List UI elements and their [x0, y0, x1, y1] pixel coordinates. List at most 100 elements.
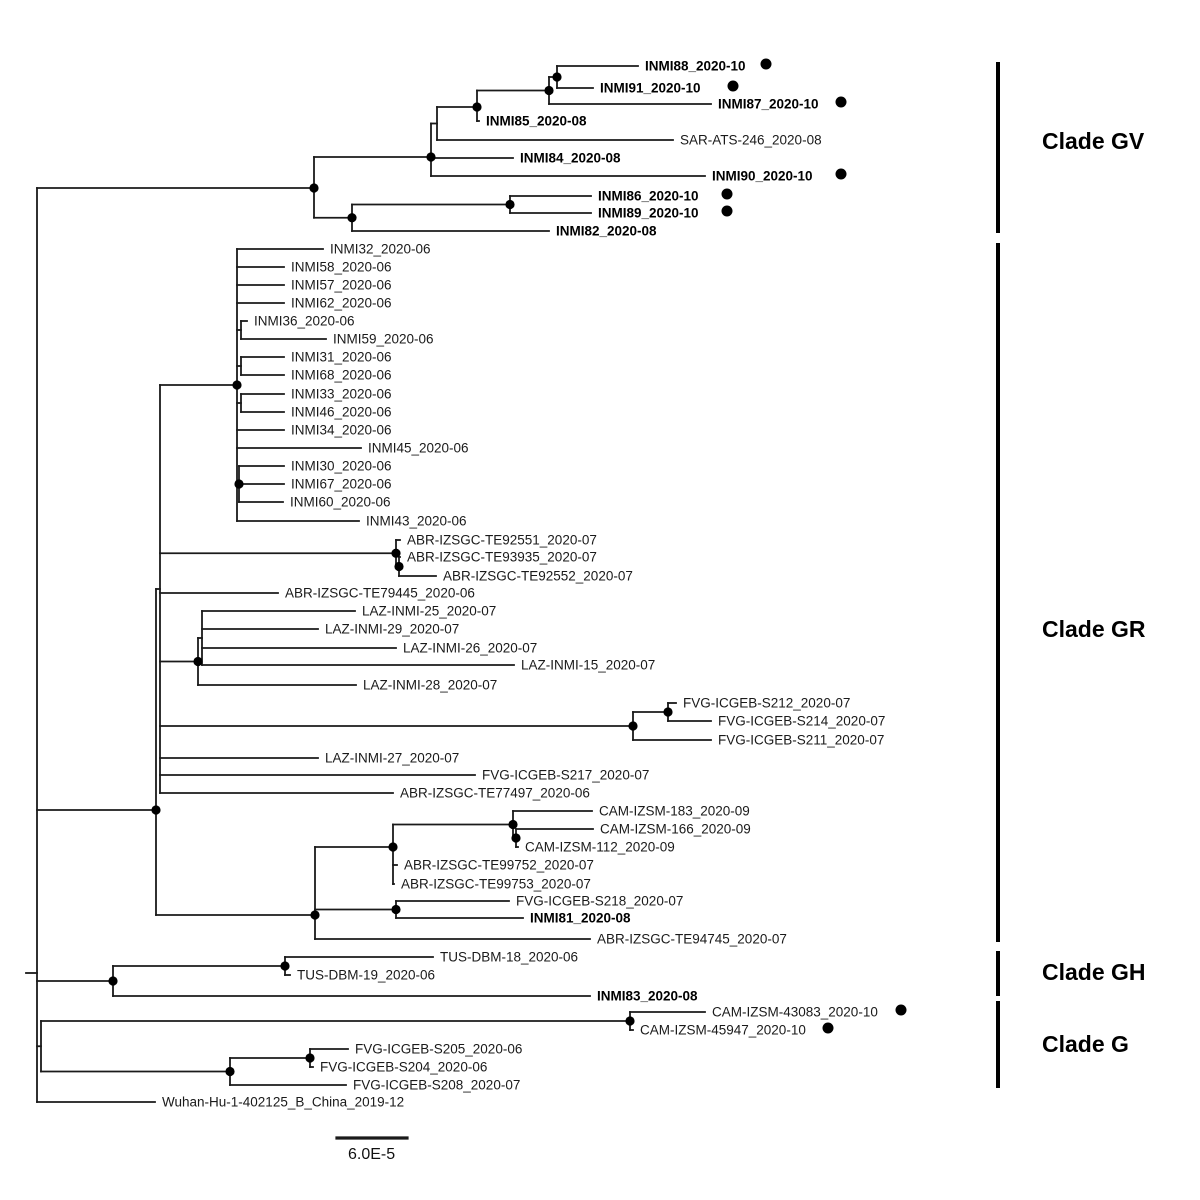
- taxon-label: LAZ-INMI-27_2020-07: [325, 751, 459, 766]
- taxon-label: INMI30_2020-06: [291, 459, 392, 474]
- taxon-label: INMI60_2020-06: [290, 495, 391, 510]
- taxon-label: INMI46_2020-06: [291, 405, 392, 420]
- taxon-label: INMI87_2020-10: [718, 97, 819, 112]
- taxon-label: INMI82_2020-08: [556, 224, 657, 239]
- taxon-label: CAM-IZSM-183_2020-09: [599, 804, 750, 819]
- taxon-label: FVG-ICGEB-S208_2020-07: [353, 1078, 520, 1093]
- taxon-label: INMI62_2020-06: [291, 296, 392, 311]
- taxon-label: FVG-ICGEB-S205_2020-06: [355, 1042, 522, 1057]
- node-support-dot: [394, 561, 404, 572]
- taxon-label: INMI88_2020-10: [645, 59, 746, 74]
- taxon-label: FVG-ICGEB-S214_2020-07: [718, 714, 885, 729]
- node-support-dot: [347, 213, 357, 223]
- taxon-marker-dot: [721, 188, 733, 200]
- taxon-marker-dot: [822, 1022, 834, 1034]
- taxon-label: ABR-IZSGC-TE79445_2020-06: [285, 586, 475, 601]
- taxon-label: INMI32_2020-06: [330, 242, 431, 257]
- taxon-marker-dot: [835, 96, 847, 108]
- clade-g-bracket: [996, 1001, 1000, 1088]
- taxon-label: LAZ-INMI-15_2020-07: [521, 658, 655, 673]
- taxon-label: INMI83_2020-08: [597, 989, 698, 1004]
- taxon-label: INMI90_2020-10: [712, 169, 813, 184]
- taxon-label: ABR-IZSGC-TE99753_2020-07: [401, 877, 591, 892]
- taxon-label: FVG-ICGEB-S217_2020-07: [482, 768, 649, 783]
- taxon-label: ABR-IZSGC-TE77497_2020-06: [400, 786, 590, 801]
- node-support-dot: [309, 183, 319, 193]
- taxon-label: SAR-ATS-246_2020-08: [680, 133, 822, 148]
- taxon-label: ABR-IZSGC-TE93935_2020-07: [407, 550, 597, 565]
- taxon-label: INMI57_2020-06: [291, 278, 392, 293]
- taxon-label: ABR-IZSGC-TE99752_2020-07: [404, 858, 594, 873]
- taxon-marker-dot: [895, 1004, 907, 1016]
- taxon-marker-dot: [835, 168, 847, 180]
- scale-bar-label: 6.0E-5: [348, 1146, 396, 1163]
- clade-g-label: Clade G: [1042, 1031, 1129, 1057]
- taxon-label: TUS-DBM-18_2020-06: [440, 950, 578, 965]
- node-support-dot: [628, 721, 638, 731]
- node-support-dot: [225, 1066, 235, 1077]
- node-support-dot: [391, 904, 401, 915]
- taxon-label: FVG-ICGEB-S212_2020-07: [683, 696, 850, 711]
- node-support-dot: [663, 707, 673, 717]
- taxon-label: CAM-IZSM-166_2020-09: [600, 822, 751, 837]
- taxon-label: INMI34_2020-06: [291, 423, 392, 438]
- taxon-label: INMI31_2020-06: [291, 350, 392, 365]
- node-support-dot: [426, 152, 436, 162]
- taxon-label: INMI84_2020-08: [520, 151, 621, 166]
- node-support-dot: [151, 805, 161, 815]
- taxon-label: INMI91_2020-10: [600, 81, 701, 96]
- taxon-label: INMI86_2020-10: [598, 189, 699, 204]
- taxon-label: Wuhan-Hu-1-402125_B_China_2019-12: [162, 1095, 404, 1110]
- node-support-dot: [234, 479, 244, 489]
- taxon-label: ABR-IZSGC-TE94745_2020-07: [597, 932, 787, 947]
- taxon-label: CAM-IZSM-112_2020-09: [525, 840, 675, 855]
- taxon-label: INMI33_2020-06: [291, 387, 392, 402]
- taxon-label: INMI67_2020-06: [291, 477, 392, 492]
- taxon-marker-dot: [721, 205, 733, 217]
- node-support-dot: [544, 85, 554, 96]
- node-support-dot: [388, 842, 398, 852]
- taxon-label: INMI81_2020-08: [530, 911, 631, 926]
- node-support-dot: [511, 833, 521, 843]
- taxon-label: ABR-IZSGC-TE92552_2020-07: [443, 569, 633, 584]
- taxon-label: INMI68_2020-06: [291, 368, 392, 383]
- taxon-label: TUS-DBM-19_2020-06: [297, 968, 435, 983]
- node-support-dot: [472, 102, 482, 112]
- node-support-dot: [505, 199, 515, 210]
- node-support-dot: [552, 72, 562, 82]
- taxon-label: FVG-ICGEB-S218_2020-07: [516, 894, 683, 909]
- taxon-marker-dot: [727, 80, 739, 92]
- taxon-label: LAZ-INMI-28_2020-07: [363, 678, 497, 693]
- taxon-label: INMI89_2020-10: [598, 206, 699, 221]
- node-support-dot: [232, 380, 242, 390]
- taxon-label: INMI59_2020-06: [333, 332, 434, 347]
- taxon-label: FVG-ICGEB-S211_2020-07: [718, 733, 884, 748]
- taxon-label: INMI58_2020-06: [291, 260, 392, 275]
- taxon-label: LAZ-INMI-26_2020-07: [403, 641, 537, 656]
- taxon-label: LAZ-INMI-29_2020-07: [325, 622, 459, 637]
- node-support-dot: [305, 1053, 315, 1063]
- node-support-dot: [508, 819, 518, 830]
- clade-gr-bracket: [996, 243, 1000, 942]
- clade-gh-bracket: [996, 951, 1000, 996]
- taxon-marker-dot: [760, 58, 772, 70]
- taxon-label: CAM-IZSM-43083_2020-10: [712, 1005, 878, 1020]
- node-support-dot: [391, 548, 401, 558]
- clade-gr-label: Clade GR: [1042, 616, 1146, 642]
- taxon-label: LAZ-INMI-25_2020-07: [362, 604, 496, 619]
- node-support-dot: [108, 976, 118, 986]
- node-support-dot: [310, 910, 320, 920]
- taxon-label: INMI36_2020-06: [254, 314, 355, 329]
- node-support-dot: [625, 1016, 635, 1026]
- taxon-label: INMI45_2020-06: [368, 441, 469, 456]
- node-support-dot: [280, 961, 290, 971]
- clade-gv-bracket: [996, 62, 1000, 233]
- taxon-label: FVG-ICGEB-S204_2020-06: [320, 1060, 487, 1075]
- node-support-dot: [193, 656, 203, 667]
- clade-gh-label: Clade GH: [1042, 959, 1146, 985]
- taxon-label: INMI43_2020-06: [366, 514, 467, 529]
- taxon-label: ABR-IZSGC-TE92551_2020-07: [407, 533, 597, 548]
- clade-gv-label: Clade GV: [1042, 128, 1145, 154]
